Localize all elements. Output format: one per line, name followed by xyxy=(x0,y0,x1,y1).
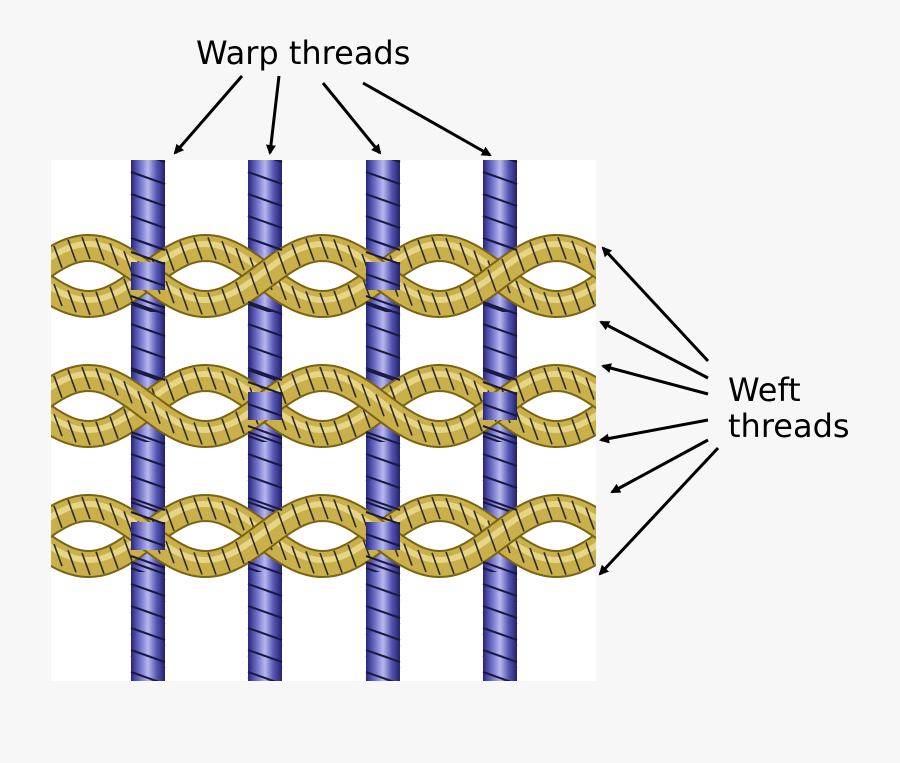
warp-thread xyxy=(365,301,401,381)
weft-arrow xyxy=(610,438,709,494)
warp-thread xyxy=(365,431,401,511)
warp-arrow xyxy=(321,82,382,155)
warp-threads-label: Warp threads xyxy=(196,34,411,72)
weft-arrow xyxy=(599,320,709,380)
weft-arrow xyxy=(599,418,709,444)
warp-thread xyxy=(247,381,283,439)
warp-thread xyxy=(130,431,166,511)
warp-arrow xyxy=(173,75,244,155)
warp-thread xyxy=(130,301,166,381)
weft-label-line-2: threads xyxy=(728,407,850,445)
warp-thread xyxy=(365,561,401,681)
warp-thread xyxy=(365,251,401,309)
weft-label-line-1: Weft xyxy=(728,371,801,409)
warp-thread xyxy=(482,561,518,681)
warp-thread xyxy=(130,160,166,251)
warp-thread xyxy=(365,511,401,569)
warp-arrow xyxy=(362,81,492,157)
warp-arrow xyxy=(265,75,281,155)
warp-thread xyxy=(130,511,166,569)
warp-thread xyxy=(247,431,283,511)
warp-thread xyxy=(247,160,283,251)
warp-thread xyxy=(482,160,518,251)
weft-arrow xyxy=(598,446,720,576)
weft-arrows xyxy=(598,246,720,576)
weft-arrow xyxy=(601,363,709,396)
warp-thread xyxy=(247,561,283,681)
weft-arrow xyxy=(601,246,710,363)
weft-threads-label: Weft threads xyxy=(728,372,850,444)
warp-arrows xyxy=(173,75,492,157)
warp-thread xyxy=(482,301,518,381)
warp-thread xyxy=(130,251,166,309)
warp-thread xyxy=(130,561,166,681)
warp-thread-overlaps xyxy=(130,160,518,681)
warp-thread xyxy=(482,381,518,439)
warp-thread xyxy=(247,301,283,381)
warp-thread xyxy=(482,431,518,511)
warp-thread xyxy=(365,160,401,251)
